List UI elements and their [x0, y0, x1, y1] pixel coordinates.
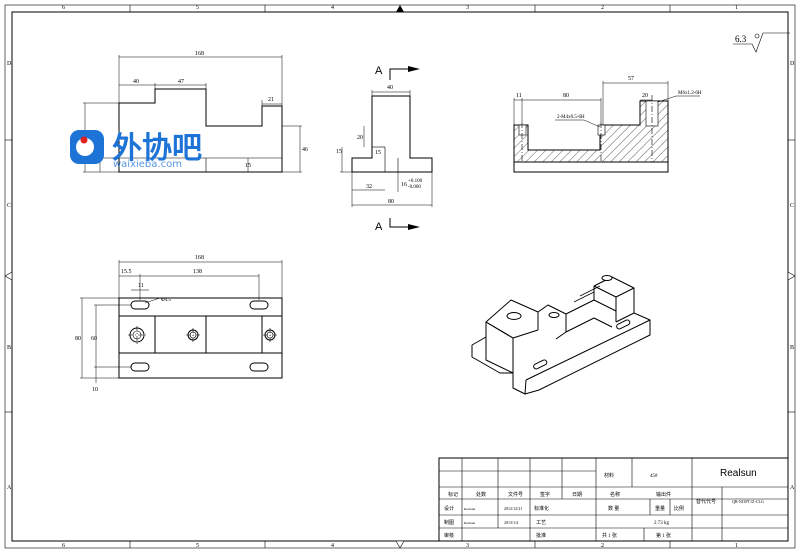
top-view: 168 15.5 138 11 Φ4.5 80 60 10 — [75, 255, 283, 393]
svg-text:5: 5 — [196, 543, 199, 549]
dim-top-168: 168 — [195, 255, 204, 261]
svg-text:6: 6 — [62, 5, 65, 11]
dim-top-15-5: 15.5 — [121, 269, 132, 275]
svg-text:C: C — [790, 203, 794, 209]
outer-border — [4, 4, 796, 549]
tb-material-label: 材料 — [604, 472, 614, 479]
dim-side-15b: 15 — [375, 150, 381, 156]
dim-side-40: 40 — [387, 85, 393, 91]
dim-sec-57: 57 — [628, 76, 634, 82]
dim-top-138: 138 — [193, 269, 202, 275]
dim-front-46: 46 — [302, 147, 308, 153]
zone-numbers-bottom: 6 5 4 3 2 1 — [62, 543, 738, 549]
section-label-bottom: A — [375, 221, 383, 233]
dim-top-80: 80 — [75, 336, 81, 342]
dim-side-15a: 15 — [336, 149, 342, 155]
svg-text:比例: 比例 — [674, 505, 684, 512]
svg-text:文件号: 文件号 — [508, 491, 523, 498]
svg-text:Realsun: Realsun — [464, 521, 476, 525]
svg-text:设计: 设计 — [444, 505, 454, 512]
section-view: 57 11 80 20 M6x1.2-6H 2-M4x0.5-6H — [513, 76, 702, 173]
tb-material: 45# — [650, 474, 658, 479]
roughness-symbol: 6.3 — [733, 32, 790, 53]
dim-sec-20: 20 — [642, 93, 648, 99]
inner-border — [11, 11, 789, 542]
dim-top-11: 11 — [138, 283, 144, 289]
zone-ticks — [5, 5, 795, 548]
svg-text:1: 1 — [735, 5, 738, 11]
watermark-zh: 外协吧 — [112, 131, 202, 166]
dim-front-40: 40 — [133, 79, 139, 85]
tb-company: Realsun — [720, 468, 757, 479]
title-block: 材料 45# Realsun 标记 处数 文件号 签字 日期 名称 输出件 设计… — [438, 457, 789, 542]
dim-top-10: 10 — [92, 387, 98, 393]
svg-text:6: 6 — [62, 543, 65, 549]
dim-front-47: 47 — [178, 79, 184, 85]
svg-text:标准化: 标准化 — [534, 505, 549, 512]
svg-text:2013/1/4: 2013/1/4 — [504, 520, 518, 525]
svg-text:输出件: 输出件 — [656, 491, 671, 498]
svg-text:3: 3 — [466, 543, 469, 549]
svg-text:共 1 张: 共 1 张 — [602, 532, 617, 539]
svg-text:D: D — [7, 61, 12, 67]
svg-text:5: 5 — [196, 5, 199, 11]
svg-text:制图: 制图 — [444, 519, 454, 526]
svg-text:处数: 处数 — [476, 491, 486, 498]
svg-text:重量: 重量 — [655, 505, 665, 512]
svg-text:3: 3 — [466, 5, 469, 11]
isometric-view — [471, 275, 651, 395]
dim-side-32: 32 — [366, 184, 372, 190]
svg-text:签字: 签字 — [540, 491, 550, 498]
svg-text:替代代号: 替代代号 — [696, 498, 716, 505]
svg-text:B: B — [790, 345, 794, 351]
dim-front-15: 15 — [245, 163, 251, 169]
thread-callout-left: 2-M4x0.5-6H — [557, 115, 585, 120]
thread-callout-right: M6x1.2-6H — [678, 91, 702, 96]
dim-side-tol-up: +0.100 — [408, 179, 423, 184]
zone-numbers-top: 6 5 4 3 2 1 — [62, 5, 738, 11]
svg-text:6.3: 6.3 — [735, 34, 747, 44]
zone-letters-left: D C B A — [7, 61, 12, 491]
svg-text:2: 2 — [601, 5, 604, 11]
dim-top-phi: Φ4.5 — [161, 298, 171, 303]
watermark-en: waixieba.com — [113, 159, 182, 170]
svg-text:标记: 标记 — [448, 491, 458, 498]
svg-text:1: 1 — [735, 543, 738, 549]
svg-text:4: 4 — [331, 543, 334, 549]
svg-text:C: C — [7, 203, 11, 209]
svg-text:工艺: 工艺 — [536, 520, 546, 526]
dim-front-21: 21 — [268, 97, 274, 103]
dim-side-80: 80 — [388, 199, 394, 205]
dim-top-60: 60 — [91, 336, 97, 342]
svg-text:B: B — [7, 345, 11, 351]
svg-text:4: 4 — [331, 5, 334, 11]
svg-text:2: 2 — [601, 543, 604, 549]
svg-text:Realsun: Realsun — [464, 507, 476, 511]
dim-sec-80: 80 — [563, 93, 569, 99]
dim-side-tol-dn: -0.000 — [408, 185, 421, 190]
svg-text:A: A — [790, 485, 795, 491]
watermark-logo: 外协吧 waixieba.com — [70, 130, 202, 170]
svg-text:A: A — [7, 485, 12, 491]
svg-text:第 1 张: 第 1 张 — [656, 532, 671, 539]
zone-letters-right: D C B A — [790, 61, 795, 491]
svg-text:审核: 审核 — [444, 532, 454, 539]
svg-text:日期: 日期 — [572, 492, 582, 498]
svg-text:QB-NJ3PT1Z-CLG: QB-NJ3PT1Z-CLG — [732, 499, 764, 504]
side-view: A A 40 20 15 15 32 80 16 +0.100 -0.000 — [336, 65, 433, 233]
svg-text:批准: 批准 — [536, 532, 546, 539]
svg-text:2012/12/21: 2012/12/21 — [504, 506, 522, 511]
svg-text:2.73 kg: 2.73 kg — [654, 521, 670, 526]
dim-side-tol-base: 16 — [401, 182, 407, 188]
dim-sec-11: 11 — [516, 93, 522, 99]
front-view: 168 40 47 21 46 15 46 13 — [78, 51, 308, 173]
svg-text:名称: 名称 — [610, 491, 620, 498]
dim-front-168: 168 — [195, 51, 204, 57]
dim-side-20: 20 — [357, 135, 363, 141]
svg-text:数 量: 数 量 — [608, 505, 619, 512]
centering-marks — [4, 5, 796, 549]
section-label-top: A — [375, 65, 383, 77]
svg-text:D: D — [790, 61, 795, 67]
